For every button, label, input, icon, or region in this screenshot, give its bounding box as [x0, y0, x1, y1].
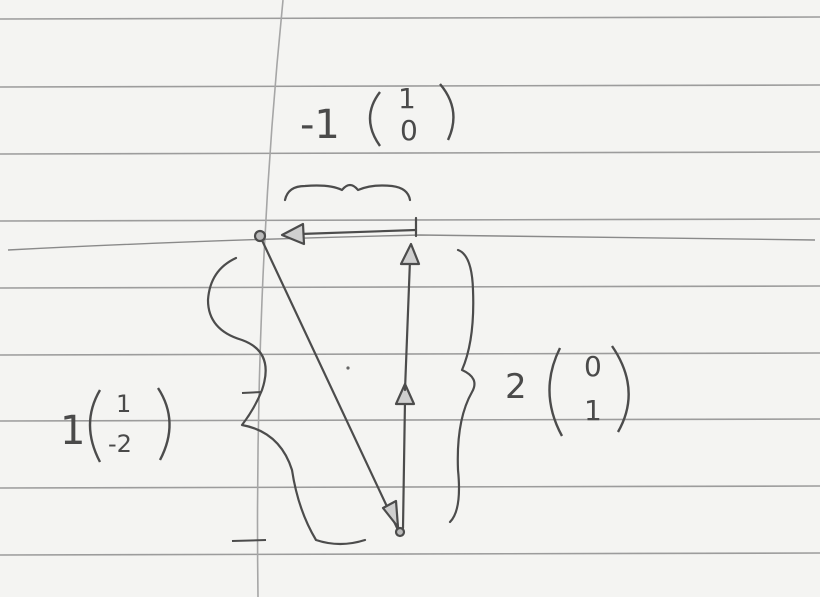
- label-right: 2 0 1: [505, 345, 630, 437]
- label-left: 1 1 -2: [60, 387, 171, 463]
- rule-line: [0, 151, 820, 155]
- tick-mark-upper: [241, 391, 263, 394]
- rule-line: [0, 352, 820, 356]
- label-right-left-paren: [548, 347, 564, 437]
- vector-right-shaft-upper: [403, 258, 412, 392]
- vector-right-arrowhead-upper: [399, 242, 421, 266]
- label-right-coefficient: 2: [505, 367, 527, 407]
- brace-top: [283, 183, 412, 202]
- vector-top-shaft: [298, 228, 418, 236]
- rule-line: [0, 84, 820, 88]
- vertex-bottom-dot: [394, 526, 406, 538]
- label-left-component-2: -2: [108, 430, 132, 458]
- label-top-component-2: 0: [400, 114, 418, 147]
- vector-right-shaft-lower: [401, 398, 407, 530]
- rule-line: [0, 485, 820, 489]
- label-top-component-1: 1: [398, 82, 416, 115]
- vector-left-arrowhead: [381, 499, 400, 529]
- vector-right-arrowhead-lower: [394, 382, 416, 406]
- tick-mark-lower: [231, 539, 267, 542]
- label-top-right-paren: [439, 83, 455, 141]
- label-right-component-2: 1: [584, 394, 602, 427]
- label-top-coefficient: -1: [300, 102, 340, 148]
- label-right-component-1: 0: [584, 350, 602, 383]
- label-top: -1 1 0: [300, 82, 455, 148]
- rule-line: [0, 418, 820, 422]
- stray-dot: [346, 366, 350, 370]
- rule-line: [0, 218, 820, 222]
- pencil-axis-line: [7, 234, 816, 251]
- rule-line: [0, 552, 820, 556]
- label-left-left-paren: [88, 389, 102, 463]
- label-top-left-paren: [368, 91, 381, 147]
- brace-right: [448, 248, 476, 524]
- vector-top-arrowhead: [280, 222, 306, 246]
- label-left-component-1: 1: [116, 390, 131, 418]
- margin-line: [256, 0, 284, 597]
- label-left-coefficient: 1: [60, 408, 85, 454]
- rule-line: [0, 16, 820, 20]
- label-right-right-paren: [611, 345, 630, 433]
- vertex-start-dot: [253, 229, 267, 243]
- brace-left: [206, 256, 367, 546]
- label-left-right-paren: [156, 387, 171, 461]
- vector-left-shaft: [258, 234, 400, 532]
